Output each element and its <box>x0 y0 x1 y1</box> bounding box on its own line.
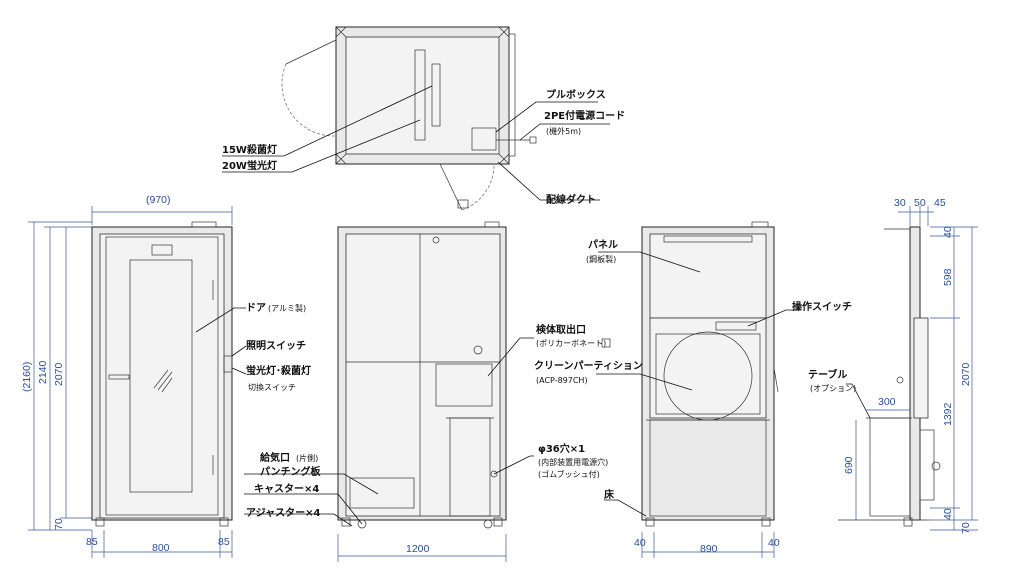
label-panel-note: (鋼板製) <box>586 254 616 264</box>
dim-table-width: 300 <box>878 396 896 408</box>
dim-width-total: (970) <box>146 194 171 206</box>
label-air-inlet-note: パンチング板 <box>260 465 321 478</box>
label-table: テーブル <box>808 368 847 381</box>
label-sample-port: 検体取出口 <box>536 323 586 336</box>
front-panel-shape <box>649 233 767 319</box>
label-wiring-duct: 配線ダクト <box>546 193 596 206</box>
label-sterilizing-lamp: 15W殺菌灯 <box>222 143 277 156</box>
dim-front-right: 40 <box>768 537 780 549</box>
dim-top-45: 45 <box>934 197 946 209</box>
right-side-view <box>838 226 941 527</box>
switch-box-shape <box>223 355 233 373</box>
dim-r-2070: 2070 <box>960 362 972 386</box>
sterilizing-lamp-shape <box>414 49 426 141</box>
label-pull-box: プルボックス <box>546 88 606 101</box>
dim-r-70: 70 <box>960 522 972 534</box>
label-door-note: (アルミ製) <box>268 303 306 313</box>
sample-port-shape <box>435 363 493 407</box>
label-hole-note1: (内部装置用電源穴) <box>538 457 608 467</box>
option-table-shape <box>869 417 911 517</box>
air-inlet-shape <box>349 477 415 509</box>
label-clean-partition: クリーンパーティション <box>534 360 643 372</box>
dim-front-center: 890 <box>700 543 718 555</box>
label-clean-partition-model: (ACP-897CH) <box>536 376 588 385</box>
fluorescent-lamp-shape <box>431 63 441 127</box>
label-panel: パネル <box>588 239 618 251</box>
partition-unit-shape <box>649 317 767 419</box>
label-casters: キャスター×4 <box>254 483 319 495</box>
dim-width-right: 85 <box>218 536 230 548</box>
dim-height-2140: 2140 <box>37 360 49 384</box>
op-switch-shape <box>715 321 757 331</box>
label-sample-port-note: (ポリカーボネート) <box>536 339 606 348</box>
label-op-switch: 操作スイッチ <box>792 300 852 313</box>
label-door: ドア <box>246 302 266 314</box>
dim-height-2070: 2070 <box>53 362 65 386</box>
label-light-switch: 照明スイッチ <box>246 340 306 352</box>
dim-top-50: 50 <box>914 197 926 209</box>
label-floor: 床 <box>604 488 615 501</box>
dim-width-left: 85 <box>86 536 98 548</box>
label-power-cord: 2PE付電源コード <box>544 109 625 122</box>
label-hole: φ36穴×1 <box>538 442 585 455</box>
dim-r-40-bottom: 40 <box>942 508 954 520</box>
dim-width-center: 800 <box>152 542 170 554</box>
side-view <box>337 221 507 529</box>
window-symbol-icon <box>601 338 611 348</box>
door-shape <box>105 236 219 516</box>
top-view <box>281 26 537 211</box>
label-fluorescent-lamp: 20W蛍光灯 <box>222 159 277 172</box>
label-power-cord-note: (機外5m) <box>546 126 581 136</box>
label-air-inlet: 給気口 <box>260 451 290 464</box>
dim-r-40-top: 40 <box>942 226 954 238</box>
pull-box-shape <box>471 127 497 151</box>
dim-table-height: 690 <box>843 456 855 474</box>
dim-front-left: 40 <box>634 537 646 549</box>
door-view <box>91 221 233 527</box>
label-lamp-switch: 蛍光灯･殺菌灯 <box>246 364 311 377</box>
dim-r-1392: 1392 <box>942 402 954 426</box>
label-air-inlet-side: (片側) <box>296 453 318 463</box>
front-view <box>641 221 779 527</box>
dim-top-30: 30 <box>894 197 906 209</box>
dim-height-70: 70 <box>53 518 65 530</box>
label-lamp-switch-note: 切換スイッチ <box>248 382 296 392</box>
dim-side-width: 1200 <box>406 543 430 555</box>
label-table-note: (オプション) <box>810 384 856 393</box>
label-hole-note2: (ゴムブッシュ付) <box>538 469 600 479</box>
dim-height-2160: (2160) <box>21 362 33 392</box>
dim-r-598: 598 <box>942 268 954 286</box>
label-adjusters: アジャスター×4 <box>246 507 320 519</box>
